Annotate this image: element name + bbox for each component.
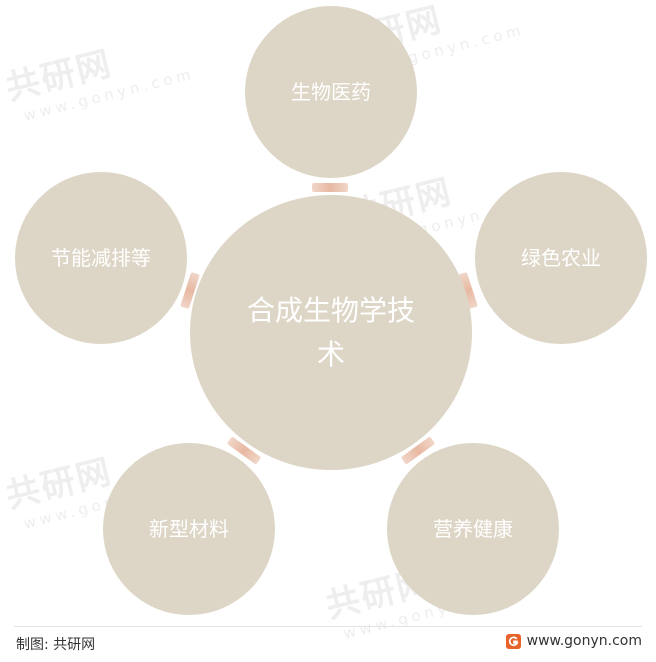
node-label: 节能减排等 <box>51 246 151 270</box>
node-right: 绿色农业 <box>475 172 647 344</box>
footer-divider <box>14 626 642 627</box>
connector-top <box>312 183 348 192</box>
node-left: 节能减排等 <box>15 172 187 344</box>
footer-website: www.gonyn.com <box>505 633 642 649</box>
website-link[interactable]: www.gonyn.com <box>526 633 642 649</box>
node-top: 生物医药 <box>245 6 417 178</box>
footer-credit: 制图: 共研网 <box>16 637 96 653</box>
watermark: 共研网 www.gonyn.com <box>1 43 197 125</box>
center-label: 合成生物学技术 <box>246 294 415 371</box>
node-center: 合成生物学技术 <box>190 195 472 470</box>
node-label: 营养健康 <box>433 517 513 541</box>
node-bottom-right: 营养健康 <box>387 443 559 615</box>
node-label: 新型材料 <box>149 517 229 541</box>
gonyn-logo-icon <box>505 633 521 649</box>
node-label: 生物医药 <box>291 80 371 104</box>
node-label: 绿色农业 <box>521 246 601 270</box>
node-bottom-left: 新型材料 <box>103 443 275 615</box>
